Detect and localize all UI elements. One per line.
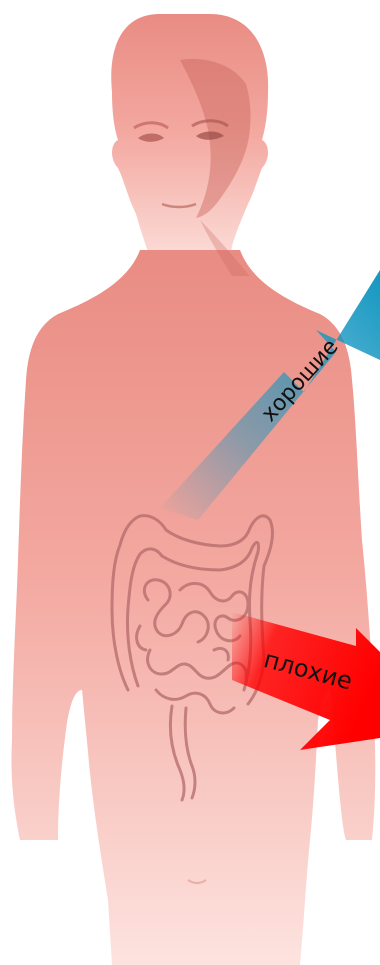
body-diagram: хорошие плохие [0, 0, 380, 965]
diagram-canvas: хорошие плохие [0, 0, 380, 965]
